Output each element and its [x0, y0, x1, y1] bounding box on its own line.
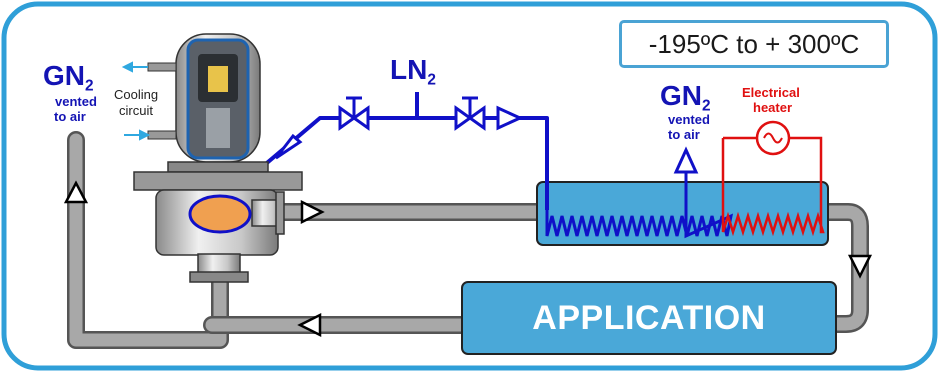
- heat-exchanger-box: [536, 181, 829, 246]
- gn2-left-main: GN: [43, 60, 85, 91]
- cooling-arrows: [121, 61, 151, 141]
- ln2-arrow-right: [496, 105, 524, 131]
- application-label: APPLICATION: [532, 298, 766, 337]
- valve-right: [454, 96, 486, 131]
- gn2-right-note-1: vented: [668, 112, 710, 127]
- ln2-arrow-into-vessel: [274, 133, 303, 160]
- gn2-right-label: GN2: [660, 82, 711, 114]
- gn2-left-note-2: to air: [54, 109, 86, 124]
- flow-arrow-right-mid: [300, 199, 325, 225]
- cooling-label-1: Cooling: [114, 87, 159, 102]
- heater-label-1: Electrical: [742, 85, 800, 100]
- gn2-left-label: GN2: [43, 62, 94, 94]
- flow-arrow-up-left: [63, 180, 89, 204]
- gn2-vent-arrow-right: [673, 146, 699, 174]
- heater-label-2: heater: [753, 100, 793, 115]
- gn2-right-main: GN: [660, 80, 702, 111]
- valve-left: [338, 96, 370, 131]
- sine-wave-icon: [763, 132, 783, 144]
- application-box: [461, 281, 837, 355]
- ln2-coil: [545, 162, 734, 239]
- gn2-right-note-2: to air: [668, 127, 700, 142]
- heater-coil: [721, 136, 825, 237]
- outer-frame: [1, 1, 938, 371]
- cooling-label-2: circuit: [119, 103, 153, 118]
- flow-arrow-left-bottom: [297, 312, 322, 338]
- ln2-sub: 2: [427, 71, 436, 89]
- temperature-range-text: -195ºC to + 300ºC: [648, 28, 860, 59]
- ln2-main: LN: [390, 54, 428, 85]
- flow-arrow-down-right: [847, 254, 873, 279]
- ln2-label: LN2: [390, 56, 436, 88]
- gn2-left-note-1: vented: [55, 94, 97, 109]
- cryogenic-vessel: [133, 33, 303, 283]
- temperature-range-box: -195ºC to + 300ºC: [619, 20, 889, 68]
- gn2-right-sub: 2: [702, 97, 711, 115]
- gn2-left-sub: 2: [85, 77, 94, 95]
